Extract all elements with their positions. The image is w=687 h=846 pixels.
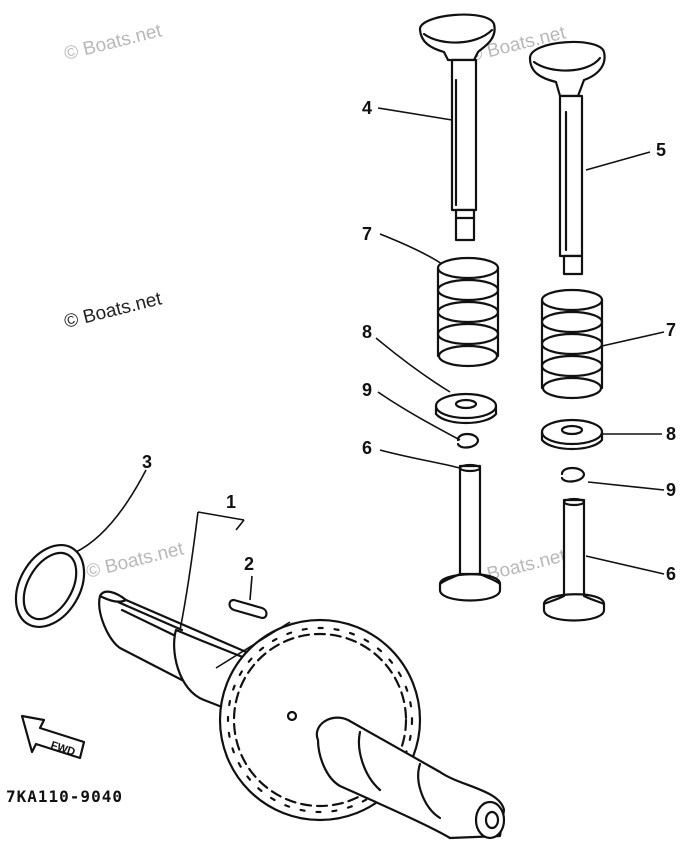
dowel-pin <box>228 598 268 620</box>
callout-2: 2 <box>244 554 254 574</box>
cotter-right <box>560 466 586 483</box>
callout-6: 6 <box>666 564 676 584</box>
leader-lines <box>75 107 665 669</box>
callout-3: 3 <box>142 452 152 472</box>
lifter-right <box>542 497 606 622</box>
callout-9: 9 <box>666 480 676 500</box>
fwd-arrow-icon: FWD <box>20 714 86 760</box>
part-code: 7KA110-9040 <box>6 787 123 806</box>
watermark: © Boats.net <box>62 20 164 65</box>
callout-8: 8 <box>362 322 372 342</box>
valve-left <box>418 13 496 242</box>
watermark: © Boats.net <box>84 538 186 583</box>
spring-left <box>436 256 500 368</box>
retainer-left <box>434 392 498 424</box>
retainer-right <box>540 418 604 450</box>
callout-1: 1 <box>226 492 236 512</box>
cotter-left <box>456 432 480 449</box>
callout-5: 5 <box>656 140 666 160</box>
callout-4: 4 <box>362 98 372 118</box>
oil-seal <box>14 543 86 629</box>
valve-right <box>528 40 606 276</box>
spring-right <box>540 288 604 400</box>
callout-6: 6 <box>362 438 372 458</box>
watermark: © Boats.net <box>62 288 164 333</box>
camshaft <box>98 590 506 840</box>
callout-7: 7 <box>666 320 676 340</box>
lifter-left <box>438 463 502 602</box>
callout-8: 8 <box>666 424 676 444</box>
callout-9: 9 <box>362 380 372 400</box>
callout-7: 7 <box>362 224 372 244</box>
